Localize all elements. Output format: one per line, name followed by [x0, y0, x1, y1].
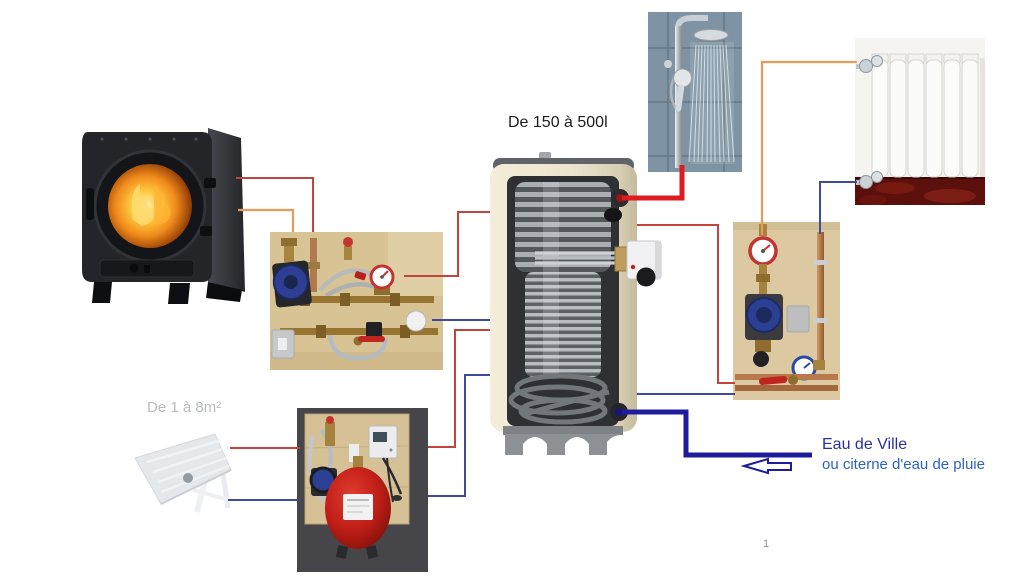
lower-coil-loops — [508, 373, 610, 425]
circulation-pump — [272, 260, 312, 308]
pump-group-right-photo — [733, 222, 840, 400]
solar-panel-photo — [133, 430, 233, 525]
pump-group-left-photo — [270, 232, 443, 370]
tank-base — [503, 426, 623, 435]
ball-valve-red-lever — [759, 376, 788, 385]
isolation-valve — [366, 322, 382, 340]
wood-stove-photo — [78, 122, 250, 307]
power-cable — [381, 457, 403, 495]
radiator-photo — [855, 38, 985, 205]
stove-side-panel — [208, 128, 245, 292]
radiator-valve-bottom — [856, 171, 883, 189]
sensor-port — [604, 208, 622, 222]
door-hinge-top — [204, 178, 216, 188]
shower-photo — [648, 12, 742, 172]
solar-panel-area-label: De 1 à 8m² — [147, 399, 222, 416]
brass-valve — [325, 422, 335, 446]
upper-heat-exchanger-coil — [515, 182, 611, 272]
solar-station-photo — [297, 408, 428, 572]
copper-pipe — [817, 232, 824, 360]
radiator-valve-top — [856, 55, 883, 73]
fire-window — [108, 164, 192, 248]
thermostatic-valve-gauge — [369, 264, 395, 295]
water-supply-subtitle: ou citerne d'eau de pluie — [822, 456, 985, 473]
safety-valve — [349, 444, 359, 462]
brass-pipe — [280, 328, 438, 335]
stove-leg-left — [92, 282, 112, 303]
water-flow-arrow-icon — [740, 457, 792, 475]
tank-capacity-label: De 150 à 500l — [508, 114, 608, 131]
rain-shower-head — [693, 29, 729, 41]
controller-box — [368, 425, 398, 459]
safety-valve — [344, 246, 352, 260]
stove-leg-right — [168, 283, 190, 304]
expansion-vessel — [325, 467, 391, 559]
brass-pipe — [284, 296, 434, 303]
inner-corrugated-cylinder — [525, 272, 601, 377]
copper-pipe-bottom — [735, 374, 838, 380]
circulation-pump — [745, 294, 783, 340]
heater-knob — [636, 267, 656, 287]
water-supply-title: Eau de Ville — [822, 436, 908, 453]
door-handle — [86, 188, 94, 220]
valve-knob — [753, 351, 769, 367]
pipe-tank-to-solar-station-return — [428, 374, 490, 497]
copper-pipe-bottom — [735, 385, 838, 391]
tank-stand-feet — [505, 434, 621, 455]
pipe-pump-to-radiator-orange — [760, 60, 857, 235]
pressure-reducer — [405, 310, 427, 332]
buffer-tank-photo — [487, 152, 672, 459]
ball-valve-red-lever — [353, 336, 385, 346]
hand-shower — [673, 68, 693, 112]
flex-hose — [318, 268, 376, 292]
wall-mount — [664, 60, 672, 68]
panel-connector — [183, 473, 193, 483]
vessel-label — [343, 494, 373, 520]
page-number: 1 — [763, 538, 770, 550]
flex-hose — [327, 334, 389, 361]
water-spray — [688, 44, 735, 163]
thermometer-gauge — [748, 236, 778, 266]
door-hinge-bottom — [200, 226, 212, 236]
junction-box — [786, 305, 810, 333]
